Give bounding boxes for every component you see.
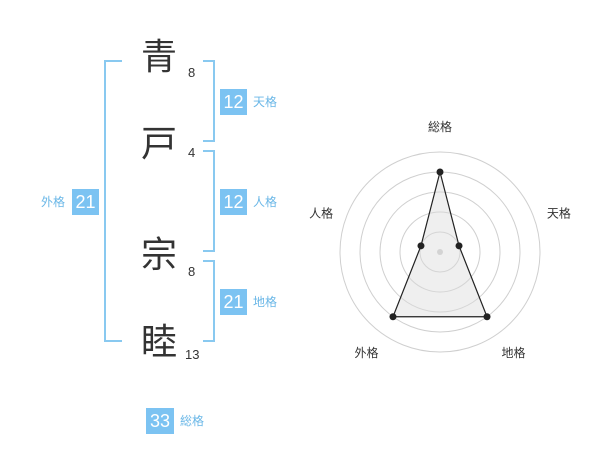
stroke-count-3: 8 bbox=[188, 264, 196, 279]
radar-point-1 bbox=[436, 168, 444, 176]
soukaku-value: 33 bbox=[146, 408, 174, 434]
name-char-2: 戸 bbox=[141, 124, 178, 165]
radar-axis-label-1: 総格 bbox=[428, 119, 452, 134]
radar-ring bbox=[419, 231, 461, 273]
radar-point-2 bbox=[455, 242, 463, 250]
tenkaku-value: 12 bbox=[220, 89, 247, 115]
radar-point-3 bbox=[483, 313, 491, 321]
radar-point-5 bbox=[417, 242, 425, 250]
gaikaku-label: 外格 bbox=[41, 195, 66, 209]
tenkaku-label: 天格 bbox=[253, 95, 278, 109]
radar-axis-label-2: 天格 bbox=[547, 205, 571, 220]
soukaku-label: 総格 bbox=[180, 414, 205, 428]
gaikaku-value: 21 bbox=[72, 189, 99, 215]
name-char-1: 青 bbox=[141, 37, 178, 78]
jinkaku-label: 人格 bbox=[253, 195, 278, 209]
chikaku-bracket bbox=[203, 260, 215, 342]
radar-ring bbox=[339, 151, 541, 353]
tenkaku-bracket bbox=[203, 60, 215, 142]
radar-center bbox=[437, 249, 443, 255]
radar-point-4 bbox=[389, 313, 397, 321]
stroke-count-4: 13 bbox=[185, 347, 200, 362]
radar-axis-label-5: 人格 bbox=[309, 205, 333, 220]
stroke-count-2: 4 bbox=[188, 145, 196, 160]
radar-ring bbox=[379, 191, 501, 313]
radar-axis-label-3: 地格 bbox=[501, 345, 525, 360]
gaikaku-bracket bbox=[104, 60, 122, 342]
stroke-count-1: 8 bbox=[188, 65, 196, 80]
radar-ring bbox=[399, 211, 481, 293]
radar-area bbox=[392, 171, 488, 318]
jinkaku-value: 12 bbox=[220, 189, 247, 215]
jinkaku-bracket bbox=[203, 150, 215, 252]
name-char-3: 宗 bbox=[141, 235, 178, 276]
name-char-4: 睦 bbox=[141, 322, 178, 363]
chikaku-value: 21 bbox=[220, 289, 247, 315]
radar-axis-label-4: 外格 bbox=[355, 345, 379, 360]
chikaku-label: 地格 bbox=[253, 295, 278, 309]
